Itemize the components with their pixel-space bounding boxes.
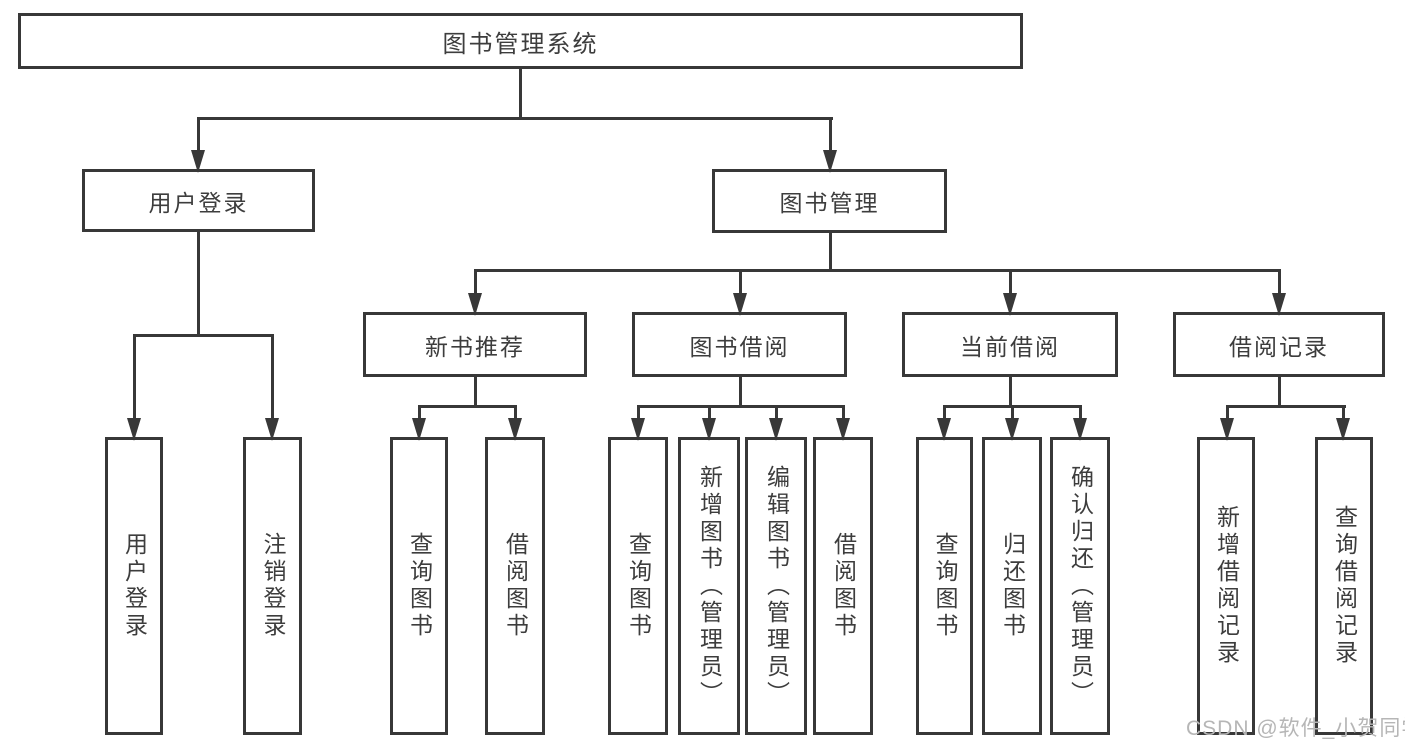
node-root: 图书管理系统 [18,13,1023,69]
node-new-book-recommend: 新书推荐 [363,312,587,377]
arrowhead-down-icon [1220,418,1234,441]
connector-line [271,334,274,424]
arrowhead-down-icon [769,418,783,441]
node-borrow-records: 借阅记录 [1173,312,1385,377]
connector-line [1278,377,1281,408]
leaf-add-borrow-record: 新增借阅记录 [1197,437,1255,735]
connector-line [197,232,200,336]
leaf-query-borrow-record: 查询借阅记录 [1315,437,1373,735]
arrowhead-down-icon [1005,418,1019,441]
arrowhead-down-icon [508,418,522,441]
leaf-edit-books-admin: 编辑图书（管理员） [745,437,807,735]
connector-line [829,233,832,271]
connector-line [474,269,477,298]
connector-line [418,405,421,423]
arrowhead-down-icon [733,293,747,316]
connector-line [829,117,832,153]
arrowhead-down-icon [1003,293,1017,316]
arrowhead-down-icon [1272,293,1286,316]
connector-line [637,405,640,423]
arrowhead-down-icon [265,418,279,441]
leaf-confirm-return-admin: 确认归还（管理员） [1050,437,1110,735]
leaf-query-books-borrow: 查询图书 [608,437,668,735]
node-book-borrow: 图书借阅 [632,312,847,377]
leaf-add-books-admin: 新增图书（管理员） [678,437,740,735]
connector-line [197,117,200,153]
arrowhead-down-icon [468,293,482,316]
connector-line [943,405,946,423]
leaf-borrow-books: 借阅图书 [813,437,873,735]
node-user-login: 用户登录 [82,169,315,232]
connector-line [842,405,845,423]
leaf-user-login: 用户登录 [105,437,163,735]
arrowhead-down-icon [631,418,645,441]
connector-line [739,269,742,298]
arrowhead-down-icon [127,418,141,441]
csdn-watermark: CSDN @软件_小贺同学 [1186,717,1405,740]
arrowhead-down-icon [191,150,205,173]
leaf-logout: 注销登录 [243,437,302,735]
arrowhead-down-icon [412,418,426,441]
arrowhead-down-icon [1073,418,1087,441]
connector-line [708,405,711,423]
connector-line [1009,269,1012,298]
leaf-query-books-current: 查询图书 [916,437,973,735]
connector-line [1278,269,1281,298]
connector-line [474,377,477,408]
connector-line [474,269,1281,272]
connector-line [1342,405,1345,423]
arrowhead-down-icon [1336,418,1350,441]
connector-line [1226,405,1229,423]
leaf-return-books: 归还图书 [982,437,1042,735]
connector-line [197,117,833,120]
connector-line [133,334,136,424]
arrowhead-down-icon [702,418,716,441]
arrowhead-down-icon [836,418,850,441]
connector-line [1009,377,1012,408]
node-current-borrow: 当前借阅 [902,312,1118,377]
connector-line [775,405,778,423]
arrowhead-down-icon [937,418,951,441]
arrowhead-down-icon [823,150,837,173]
leaf-query-books-recommend: 查询图书 [390,437,448,735]
leaf-borrow-books-recommend: 借阅图书 [485,437,545,735]
node-book-management: 图书管理 [712,169,947,233]
connector-line [514,405,517,423]
connector-line [637,405,845,408]
connector-line [133,334,274,337]
connector-line [1079,405,1082,423]
connector-line [739,377,742,408]
connector-line [519,69,522,118]
connector-line [1226,405,1346,408]
connector-line [418,405,517,408]
connector-line [1011,405,1014,423]
